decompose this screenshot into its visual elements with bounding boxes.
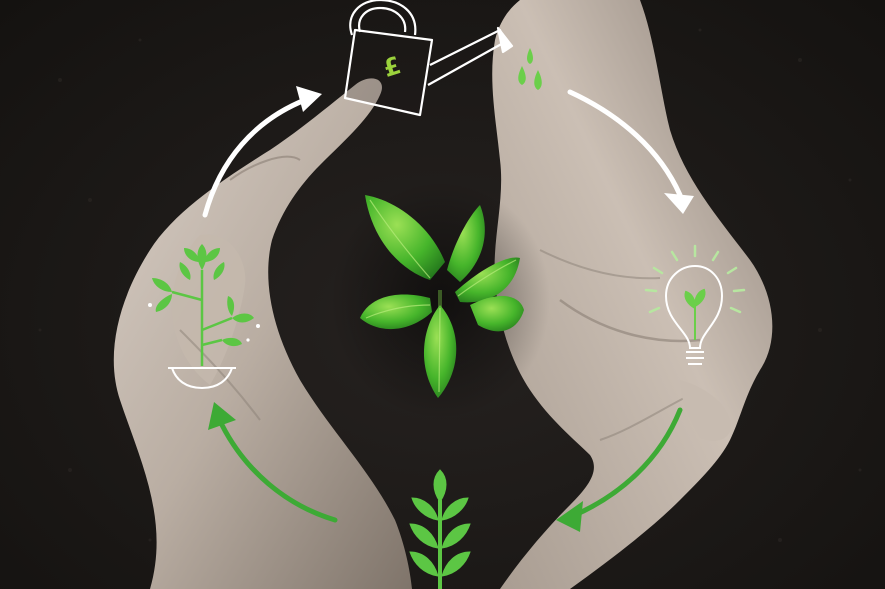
left-hand: [113, 78, 412, 589]
sapling-icon: [409, 469, 471, 589]
potted-plant-icon: [148, 244, 260, 390]
water-drops-icon: [518, 48, 542, 90]
cycle-arrow-bottom-right: [556, 407, 683, 532]
right-hand: [492, 0, 773, 589]
lightbulb-sprout-icon: [644, 244, 746, 365]
cycle-arrow-bottom-left: [208, 402, 338, 523]
cycle-arrow-top-left: [202, 86, 322, 218]
cycle-arrow-top-right: [567, 89, 694, 214]
seedling-photo: [360, 195, 524, 398]
watering-can-icon: [343, 0, 514, 117]
soil-texture: [38, 28, 862, 542]
